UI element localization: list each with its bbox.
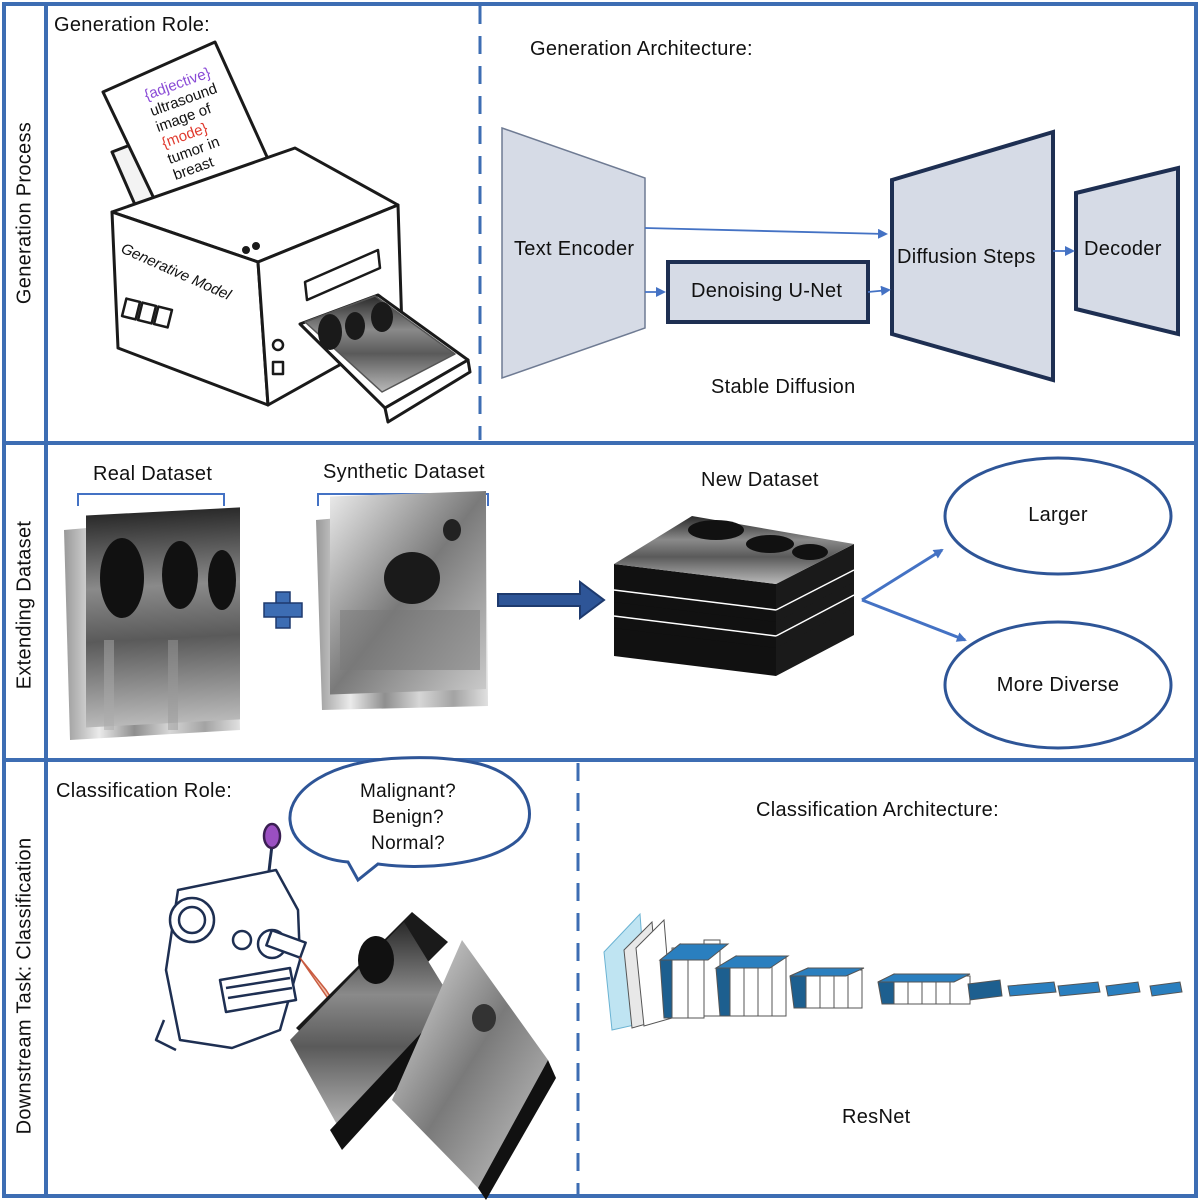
arrow-unet-to-diffusion [867,285,891,296]
real-dataset-bracket [77,493,225,506]
text-encoder-block [501,126,646,380]
section-label-extending: Extending Dataset [13,520,36,690]
merge-arrow [497,580,606,620]
denoising-unet-label: Denoising U-Net [691,280,843,302]
bubble-normal: Normal? [371,833,445,854]
larger-ellipse [943,456,1173,576]
decoder-label: Decoder [1084,238,1162,260]
speech-bubble [288,756,531,883]
larger-label: Larger [1028,504,1088,526]
bubble-malignant: Malignant? [360,781,456,802]
bubble-benign: Benign? [372,807,444,828]
text-encoder-label: Text Encoder [514,238,635,260]
printer-illustration [101,40,472,424]
real-dataset-label: Real Dataset [93,463,213,485]
more-diverse-label: More Diverse [996,674,1120,696]
synthetic-dataset-stack [316,491,488,710]
more-diverse-ellipse [943,620,1173,750]
generation-architecture-title: Generation Architecture: [530,38,753,60]
classification-role-title: Classification Role: [56,780,233,802]
new-dataset-label: New Dataset [701,469,819,491]
plus-icon [263,591,303,629]
robot-illustration [154,822,373,1063]
scanned-images [290,912,556,1200]
resnet-layers [603,912,1183,1031]
stable-diffusion-label: Stable Diffusion [711,376,856,398]
decoder-block [1074,165,1180,337]
arrow-to-larger [861,548,944,602]
generation-architecture [501,126,1180,383]
resnet-label: ResNet [842,1106,911,1128]
generation-role-title: Generation Role: [54,14,211,36]
classification-architecture-title: Classification Architecture: [756,799,999,821]
arrow-to-more-diverse [861,598,967,642]
section-label-generation: Generation Process [13,121,36,305]
arrow-encoder-to-diffusion [644,227,888,239]
diffusion-steps-label: Diffusion Steps [897,246,1036,268]
new-dataset-stack [613,516,855,676]
synthetic-dataset-label: Synthetic Dataset [323,461,485,483]
diffusion-steps-block [890,129,1055,383]
section-label-downstream: Downstream Task: Classification [13,837,36,1135]
real-dataset-stack [64,507,240,740]
